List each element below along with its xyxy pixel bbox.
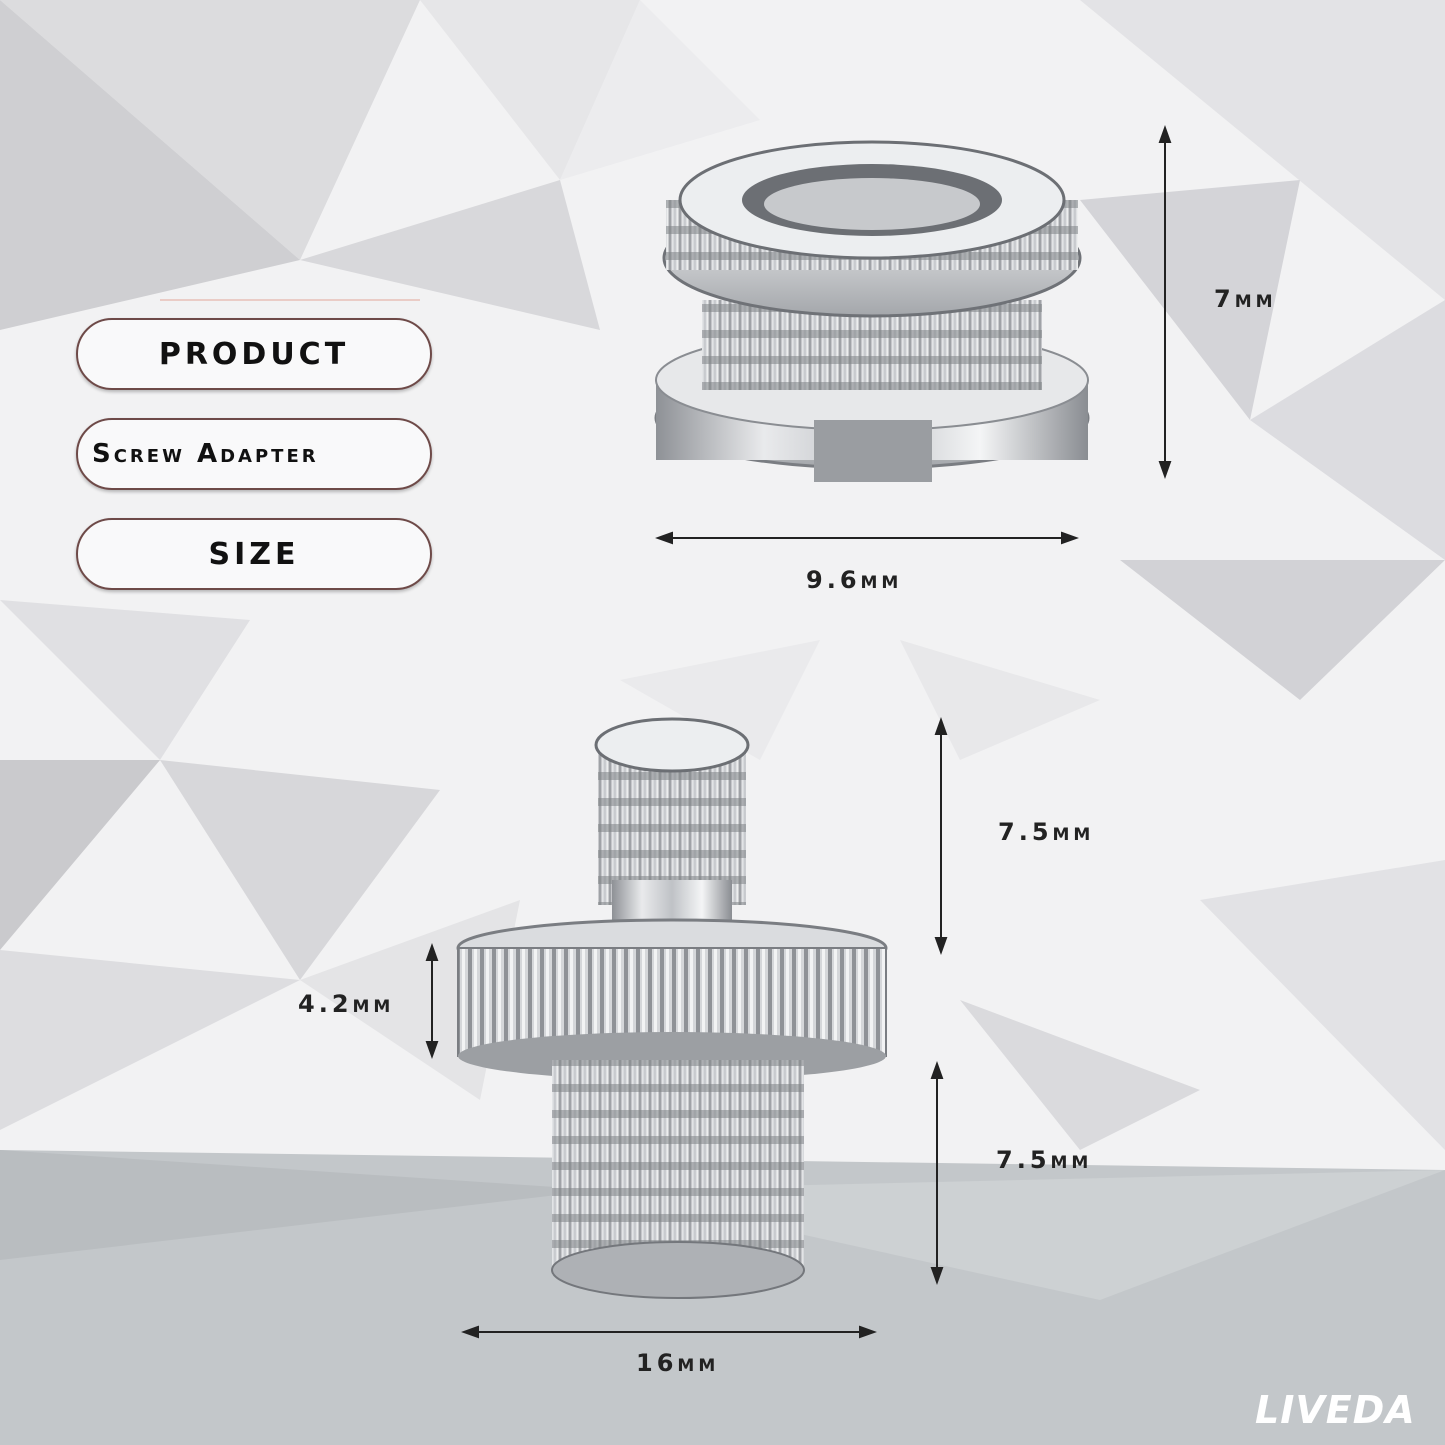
female-adapter-image	[654, 140, 1090, 482]
top-height-label: 7mm	[1214, 285, 1277, 313]
bottom-width-label: 16mm	[636, 1349, 720, 1377]
dimension-lines	[425, 125, 1172, 1339]
double-male-screw-image	[456, 717, 888, 1299]
size-label: SIZE	[76, 518, 432, 590]
upper-thread-label: 7.5mm	[998, 818, 1095, 846]
product-name-label: Screw Adapter	[76, 418, 432, 490]
product-label: PRODUCT	[76, 318, 432, 390]
top-width-label: 9.6mm	[806, 566, 903, 594]
knob-height-label: 4.2mm	[298, 990, 395, 1018]
lower-thread-label: 7.5mm	[996, 1146, 1093, 1174]
brand-logo: LIVEDA	[1255, 1388, 1416, 1432]
